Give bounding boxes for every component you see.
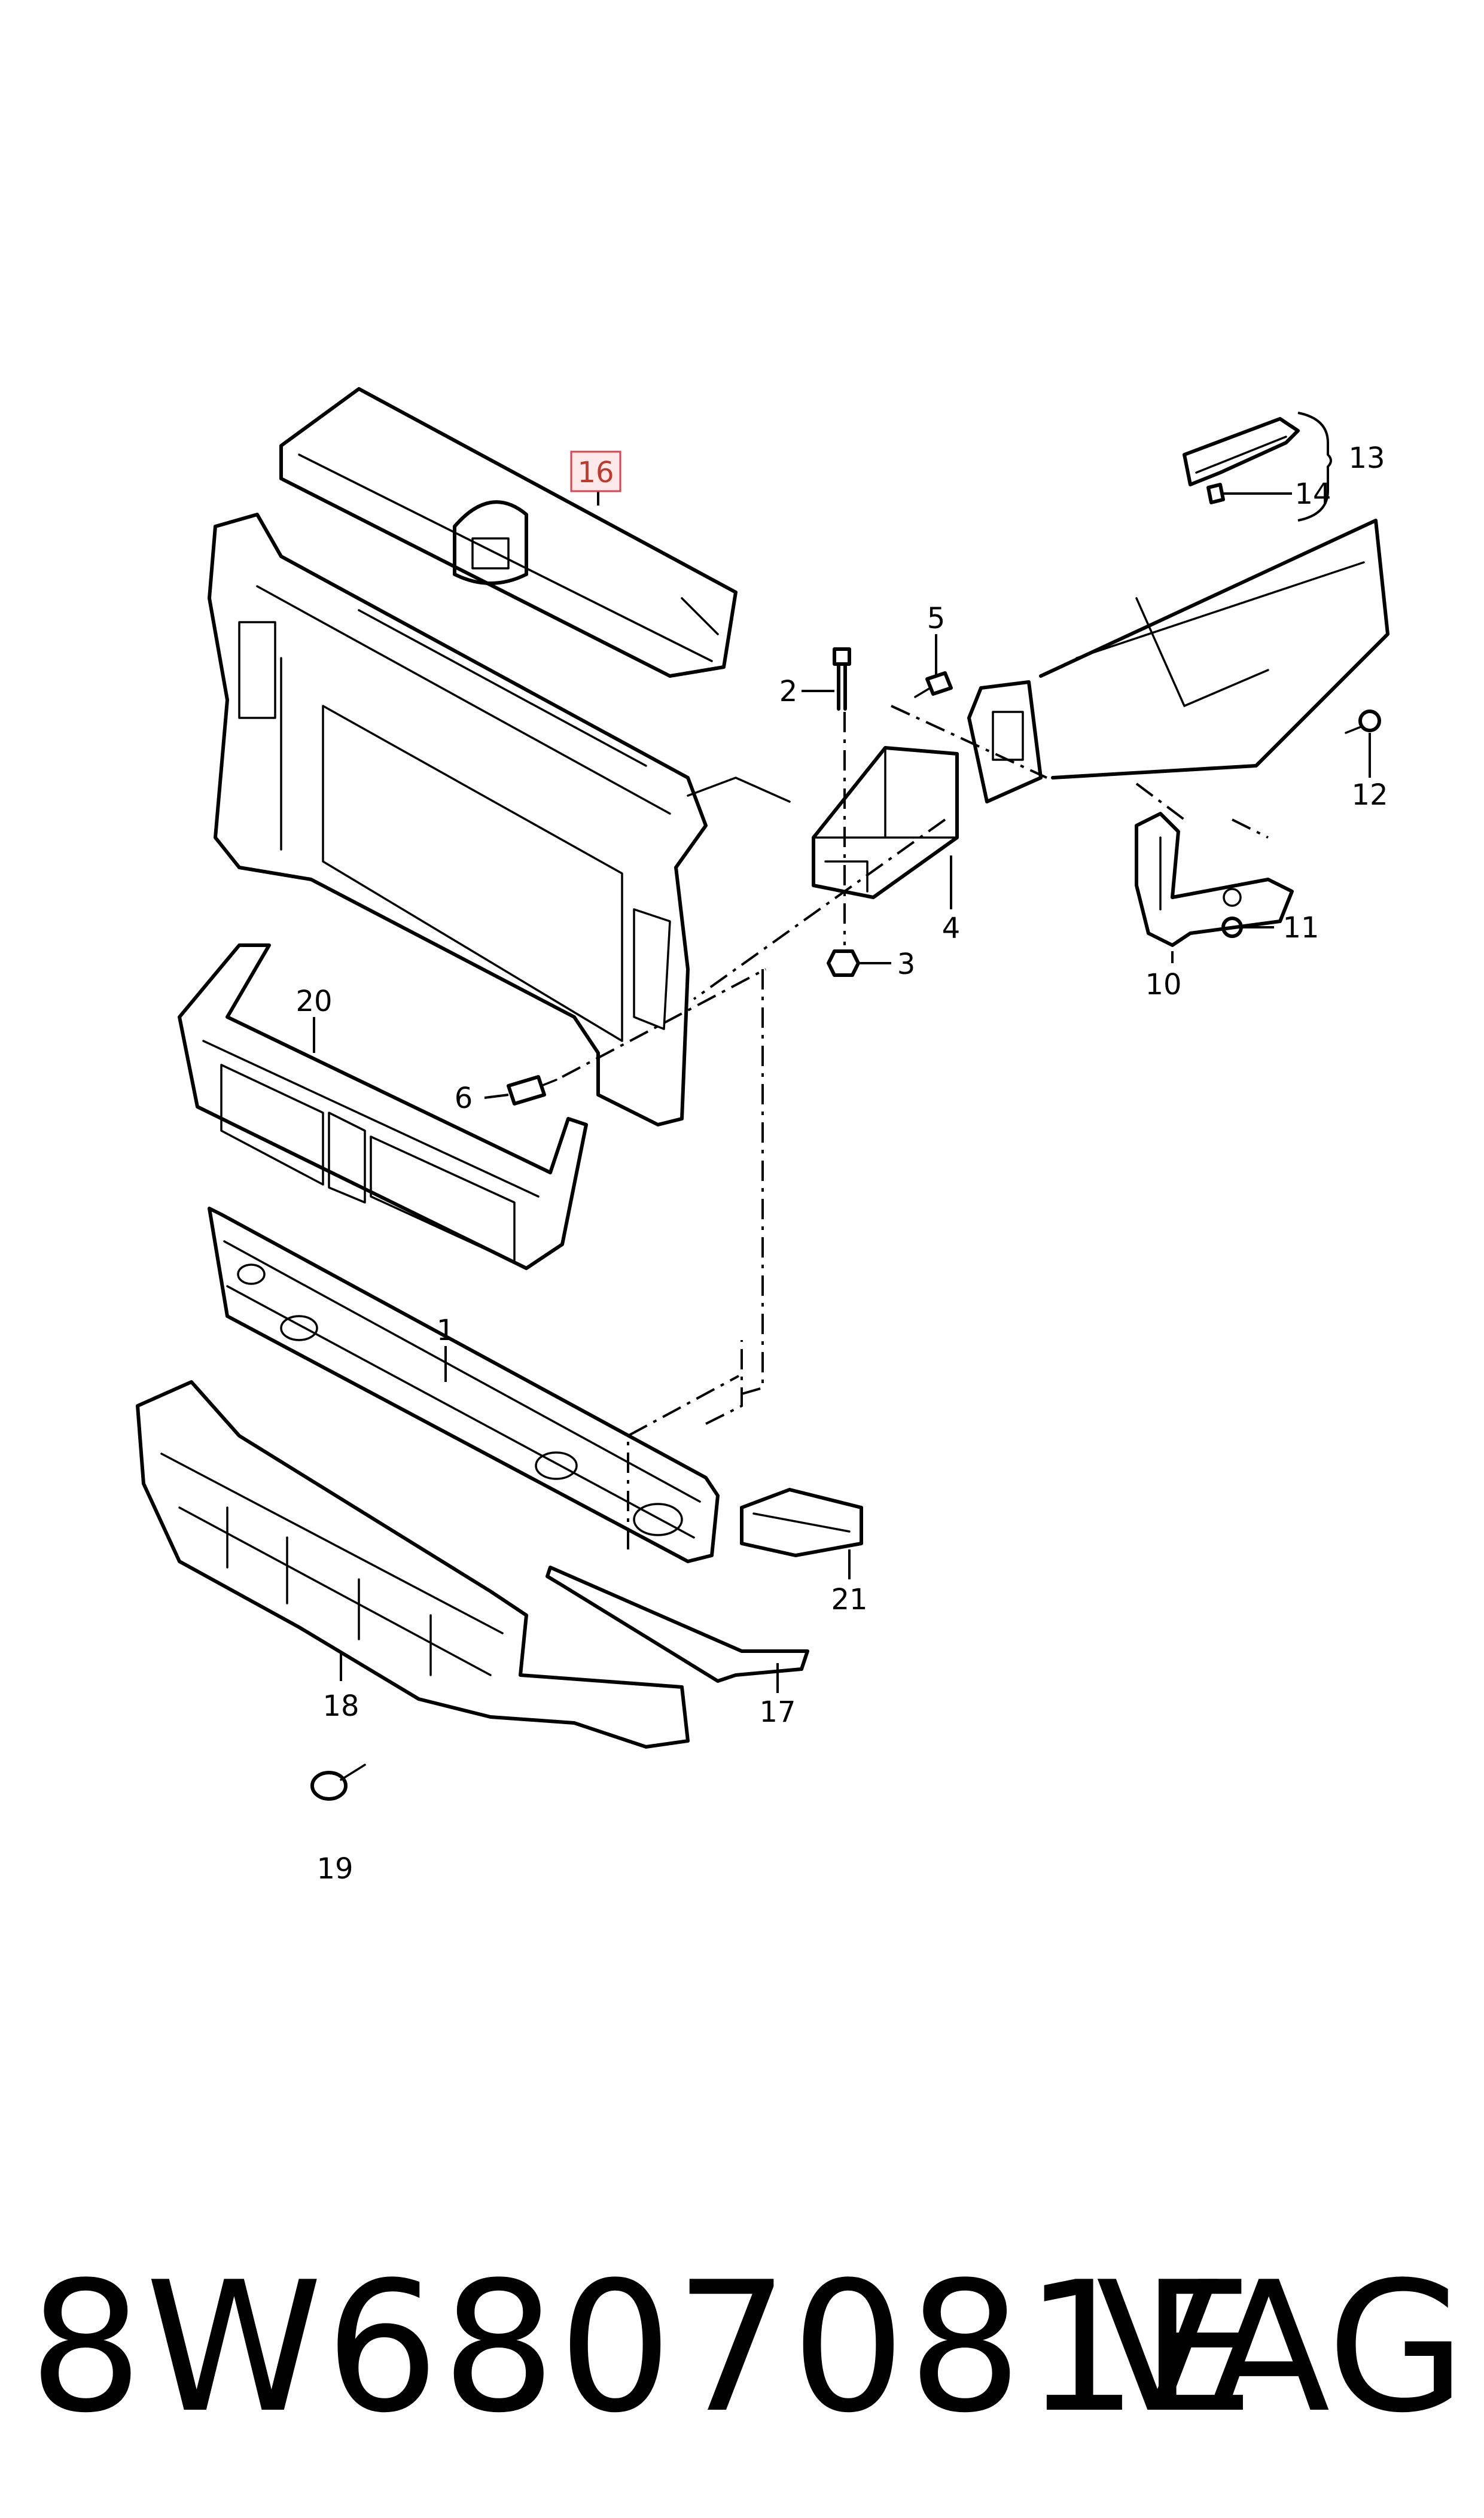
callout-3[interactable]: 3 (897, 948, 916, 981)
callout-10[interactable]: 10 (1145, 968, 1181, 1001)
part-2-bolt[interactable] (833, 647, 851, 711)
callout-4[interactable]: 4 (942, 912, 961, 945)
callout-19[interactable]: 19 (316, 1852, 353, 1886)
part-19-clip[interactable] (310, 1764, 366, 1801)
footer: 8W6807081E VAG (0, 2249, 1484, 2447)
part-13-bracket[interactable] (1183, 417, 1300, 486)
part-6-bolt[interactable] (507, 1075, 557, 1106)
callout-12[interactable]: 12 (1351, 778, 1388, 812)
callout-13[interactable]: 13 (1348, 442, 1385, 475)
side-member (967, 519, 1389, 803)
callout-18[interactable]: 18 (322, 1689, 359, 1723)
callout-1[interactable]: 1 (437, 1314, 455, 1347)
part-17-strip[interactable] (546, 1566, 809, 1683)
exploded-parts-diagram: 16 2 5 3 4 6 20 1 21 17 18 19 10 11 12 1… (136, 387, 1389, 1886)
part-16-air-guide[interactable] (279, 387, 738, 678)
callout-11[interactable]: 11 (1282, 911, 1319, 945)
part-3-nut[interactable] (827, 949, 860, 977)
part-20-carrier-frame[interactable] (178, 943, 588, 1270)
lock-carrier-frame (208, 513, 791, 1126)
part-4-crash-box[interactable] (812, 746, 959, 899)
callout-2[interactable]: 2 (779, 675, 798, 708)
part-14-clip[interactable] (1206, 483, 1225, 504)
callout-17[interactable]: 17 (759, 1695, 796, 1729)
part-21-bracket[interactable] (740, 1488, 863, 1557)
callout-16[interactable]: 16 (577, 456, 614, 489)
part-10-bracket[interactable] (1135, 812, 1294, 947)
callout-6[interactable]: 6 (455, 1082, 473, 1115)
brand-label: VAG (1096, 2243, 1466, 2452)
callout-labels: 16 2 5 3 4 6 20 1 21 17 18 19 10 11 12 1… (295, 442, 1388, 1886)
callout-16-highlight-box (570, 450, 621, 492)
callout-5[interactable]: 5 (927, 602, 946, 635)
callout-20[interactable]: 20 (295, 985, 332, 1018)
callout-21[interactable]: 21 (831, 1583, 867, 1616)
part-18-energy-absorber[interactable] (136, 1380, 690, 1749)
part-12-screw[interactable] (1345, 710, 1381, 734)
callout-14[interactable]: 14 (1294, 477, 1331, 511)
part-5-screw[interactable] (914, 671, 953, 698)
part-1-bumper-bar[interactable] (208, 1207, 720, 1563)
assembly-lines (562, 705, 1269, 1549)
part-number-label: 8W6807081E (29, 2243, 1257, 2452)
leader-lines (313, 412, 1371, 1693)
